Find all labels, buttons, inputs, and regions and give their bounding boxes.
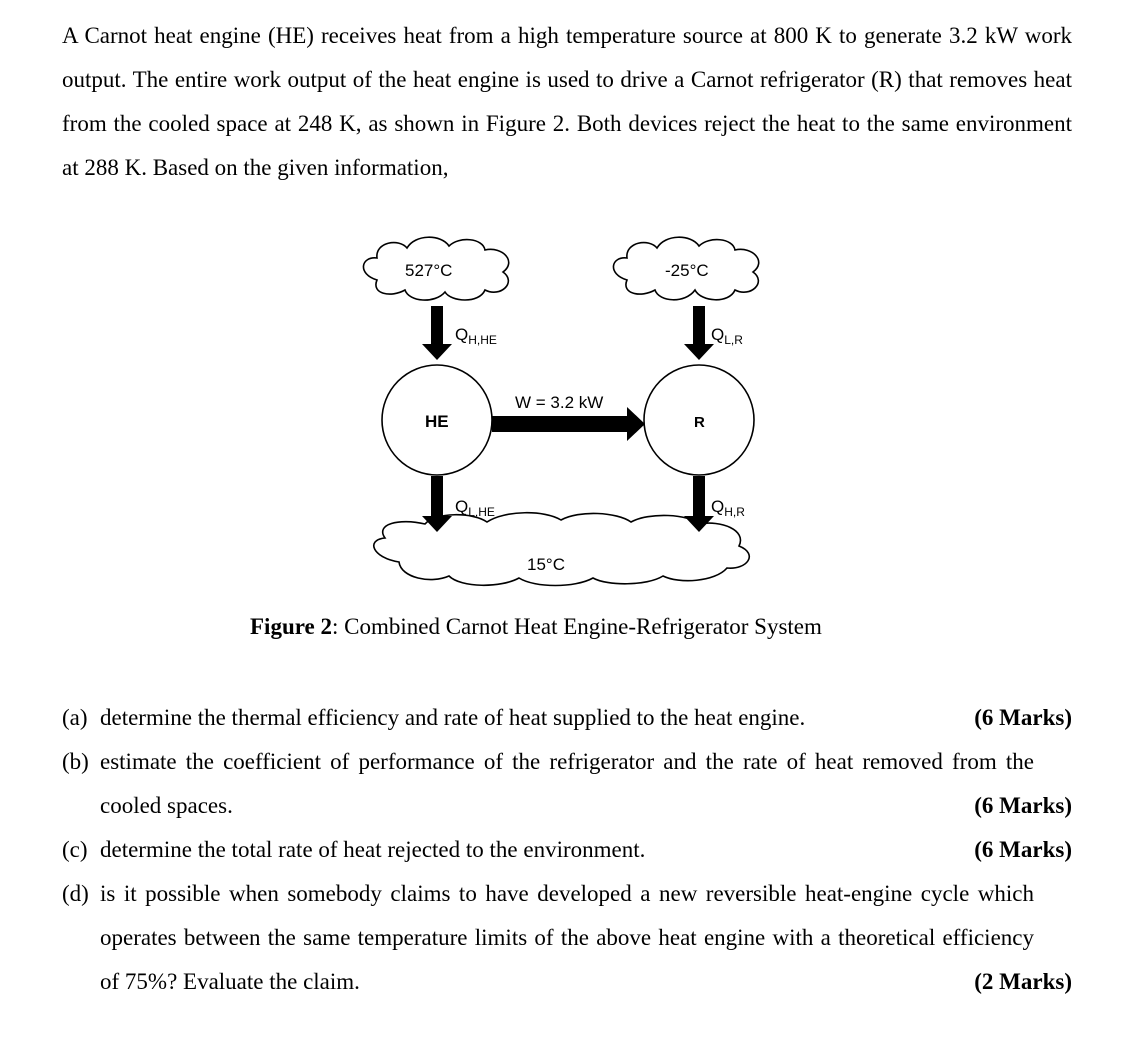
q-l-r-arrow	[684, 306, 714, 360]
q-h-he-arrow	[422, 306, 452, 360]
part-label: (d)	[62, 881, 89, 906]
figure-caption: Figure 2: Combined Carnot Heat Engine-Re…	[250, 611, 822, 643]
marks: (6 Marks)	[974, 793, 1072, 818]
marks: (6 Marks)	[974, 705, 1072, 730]
part-label: (b)	[62, 749, 89, 774]
part-label: (c)	[62, 837, 88, 862]
cold-space-cloud	[612, 236, 760, 301]
part-a: (a) (6 Marks) determine the thermal effi…	[62, 696, 1072, 740]
he-label: HE	[425, 412, 449, 431]
marks: (2 Marks)	[974, 969, 1072, 994]
work-label: W = 3.2 kW	[515, 393, 603, 412]
q-l-he-label: QL,HE	[455, 497, 495, 519]
part-text: determine the thermal efficiency and rat…	[100, 705, 806, 730]
part-d: (d) is it possible when somebody claims …	[62, 872, 1072, 1004]
part-text: estimate the coefficient of performance …	[100, 749, 1034, 818]
question-parts: (a) (6 Marks) determine the thermal effi…	[62, 696, 1072, 1004]
refrigerator-circle	[643, 364, 755, 476]
figure-title: : Combined Carnot Heat Engine-Refrigerat…	[331, 614, 822, 639]
marks: (6 Marks)	[974, 837, 1072, 862]
part-text: is it possible when somebody claims to h…	[100, 881, 1034, 994]
r-label: R	[694, 414, 705, 431]
source-temp-label: 527°C	[405, 261, 452, 280]
q-h-he-label: QH,HE	[455, 325, 497, 347]
env-temp-label: 15°C	[527, 555, 565, 574]
part-b: (b) estimate the coefficient of performa…	[62, 740, 1072, 828]
q-h-r-arrow	[684, 476, 714, 532]
part-text: determine the total rate of heat rejecte…	[100, 837, 646, 862]
heat-engine-refrigerator-diagram: 527°C -25°C 15°C HE R W = 3.2 kW QH,HE Q…	[362, 236, 760, 587]
part-label: (a)	[62, 705, 88, 730]
problem-statement: A Carnot heat engine (HE) receives heat …	[62, 23, 1072, 180]
hot-source-cloud	[362, 236, 510, 301]
q-l-he-arrow	[422, 476, 452, 532]
figure-number: Figure 2	[250, 614, 332, 639]
part-c: (c) (6 Marks) determine the total rate o…	[62, 828, 1072, 872]
work-arrow	[492, 407, 645, 441]
q-h-r-label: QH,R	[711, 497, 745, 519]
cold-temp-label: -25°C	[665, 261, 709, 280]
q-l-r-label: QL,R	[711, 325, 743, 347]
